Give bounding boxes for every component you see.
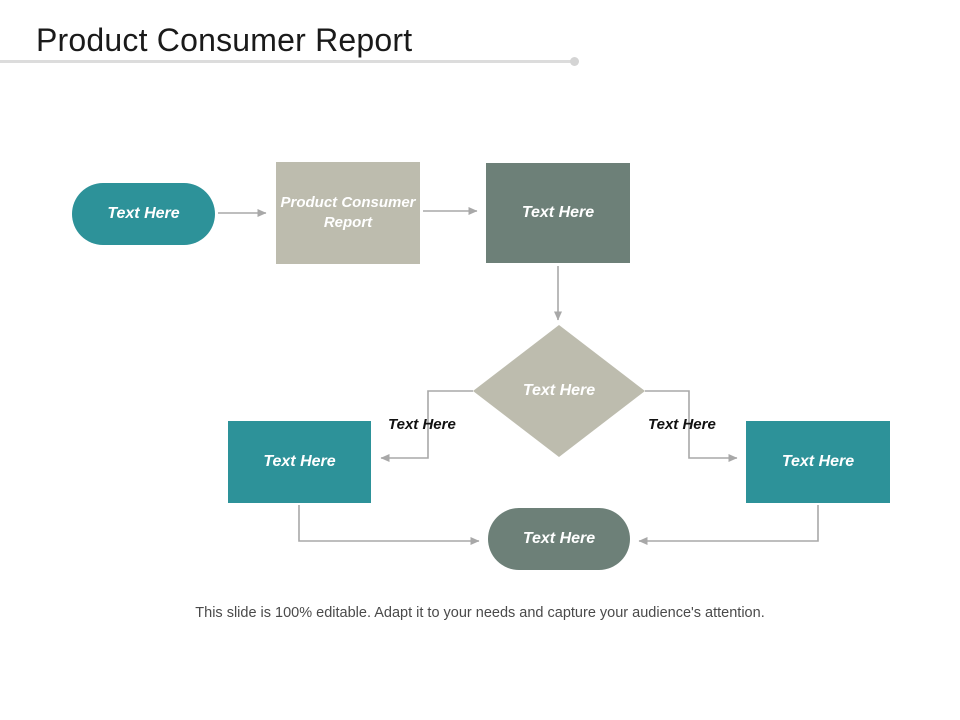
edge-label-left: Text Here: [388, 416, 456, 433]
node-product-consumer-report[interactable]: Product Consumer Report: [276, 162, 420, 264]
connector-right-to-bottom: [638, 505, 819, 545]
node-right[interactable]: Text Here: [746, 421, 890, 503]
node-decision-diamond-label: Text Here: [522, 382, 596, 399]
node-left[interactable]: Text Here: [228, 421, 371, 503]
node-decision-diamond[interactable]: Text Here: [473, 325, 645, 457]
page-title: Product Consumer Report: [36, 22, 413, 58]
title-divider-dot-icon: [570, 57, 579, 66]
node-top-right[interactable]: Text Here: [486, 163, 630, 263]
slide-caption: This slide is 100% editable. Adapt it to…: [195, 605, 765, 621]
edge-label-right: Text Here: [648, 416, 716, 433]
node-bottom[interactable]: Text Here: [488, 508, 630, 570]
connector-left-to-bottom: [298, 505, 480, 545]
node-start[interactable]: Text Here: [72, 183, 215, 245]
title-divider: [0, 60, 572, 63]
